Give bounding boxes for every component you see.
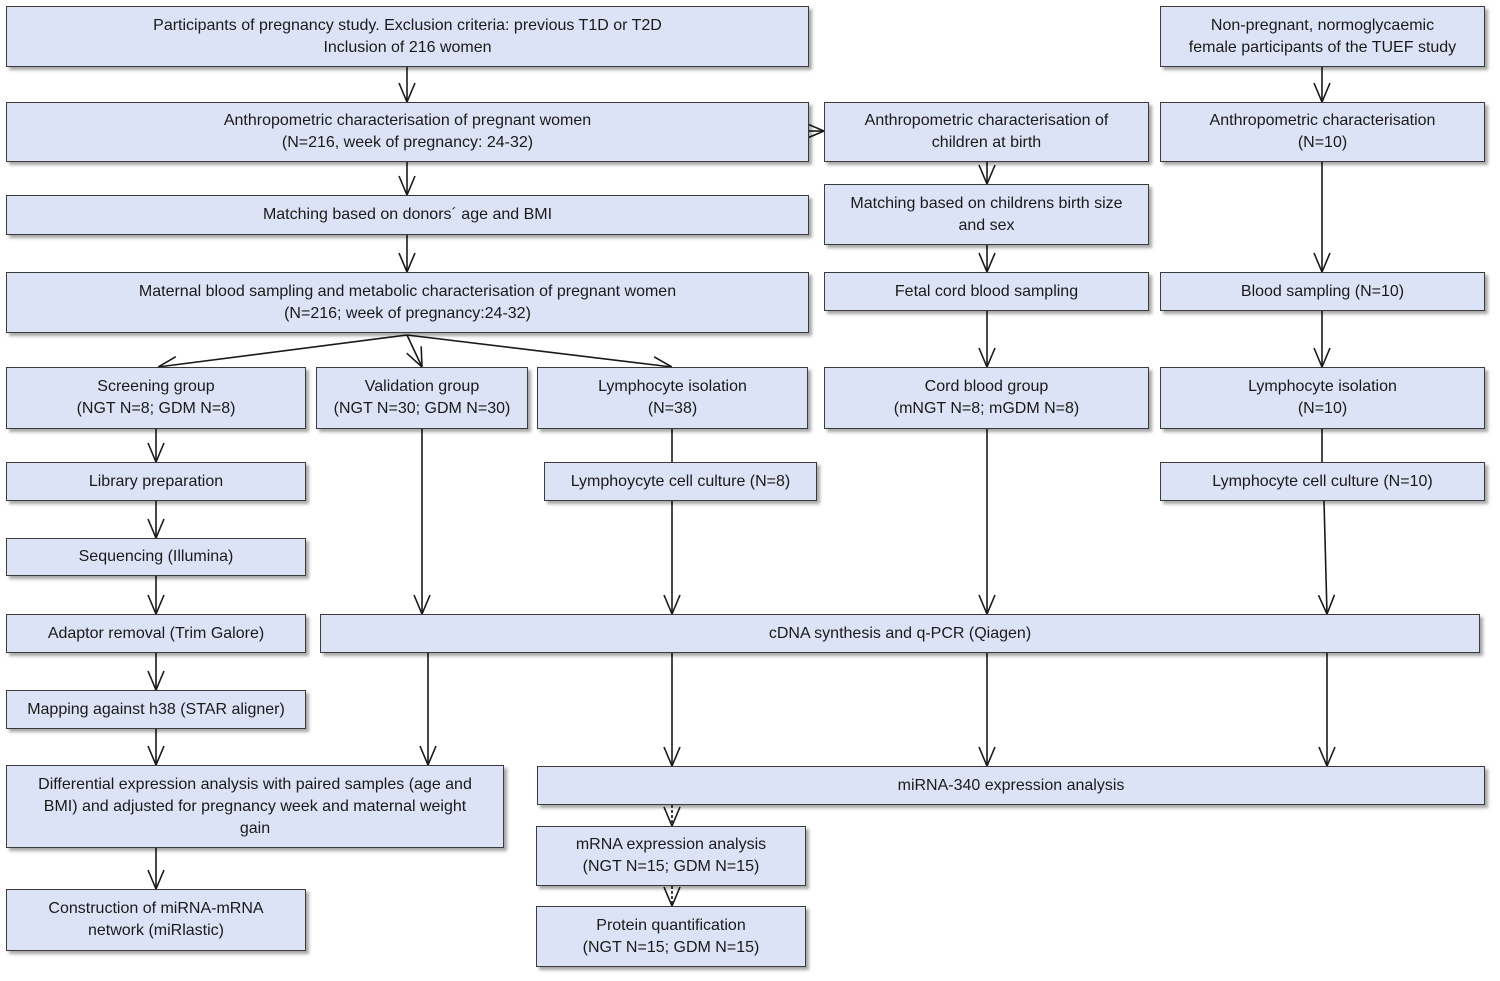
cord-group-box: Cord blood group (mNGT N=8; mGDM N=8): [824, 367, 1149, 429]
culture-8-box: Lymphoycyte cell culture (N=8): [544, 462, 817, 501]
mapping-line-1: Mapping against h38 (STAR aligner): [27, 700, 285, 718]
arrow-maternal-to-screening: [158, 334, 408, 367]
network-box: Construction of miRNA-mRNA network (miRl…: [6, 889, 306, 951]
lympho-iso-38-box: Lymphocyte isolation (N=38): [537, 367, 808, 429]
network-line-2: network (miRlastic): [87, 922, 224, 939]
fetal-cord-line-1: Fetal cord blood sampling: [894, 282, 1079, 300]
nonpregnant-line-2: female participants of the TUEF study: [1188, 38, 1457, 56]
mrna-line-2: (NGT N=15; GDM N=15): [582, 858, 760, 875]
protein-box: Protein quantification (NGT N=15; GDM N=…: [536, 906, 806, 967]
lympho-iso-10-line-1: Lymphocyte isolation: [1248, 378, 1397, 395]
screening-box: Screening group (NGT N=8; GDM N=8): [6, 367, 306, 429]
mirna340-box: miRNA-340 expression analysis: [537, 766, 1485, 805]
cdna-box: cDNA synthesis and q-PCR (Qiagen): [320, 614, 1480, 653]
anthro-children-box: Anthropometric characterisation of child…: [824, 102, 1149, 162]
anthro-tuef-line-2: (N=10): [1297, 134, 1348, 151]
diff-expr-line-1: Differential expression analysis with pa…: [38, 775, 472, 793]
maternal-blood-line-1: Maternal blood sampling and metabolic ch…: [138, 282, 677, 300]
anthro-children-line-2: children at birth: [931, 134, 1042, 151]
adaptor-box: Adaptor removal (Trim Galore): [6, 614, 306, 653]
anthro-pregnant-line-2: (N=216, week of pregnancy: 24-32): [281, 134, 534, 151]
mrna-line-1: mRNA expression analysis: [575, 836, 767, 853]
validation-line-1: Validation group: [364, 378, 480, 395]
arrow-maternal-to-lympho38: [406, 334, 672, 367]
sequencing-box: Sequencing (Illumina): [6, 538, 306, 576]
cord-group-line-2: (mNGT N=8; mGDM N=8): [893, 400, 1080, 417]
participants-line-1: Participants of pregnancy study. Exclusi…: [153, 16, 662, 34]
matching-donors-box: Matching based on donors´ age and BMI: [6, 195, 809, 235]
anthro-tuef-box: Anthropometric characterisation (N=10): [1160, 102, 1485, 162]
matching-children-box: Matching based on childrens birth size a…: [824, 184, 1149, 245]
nonpregnant-box: Non-pregnant, normoglycaemic female part…: [1160, 6, 1485, 67]
mapping-box: Mapping against h38 (STAR aligner): [6, 690, 306, 729]
lympho-iso-10-line-2: (N=10): [1297, 400, 1348, 417]
cord-group-line-1: Cord blood group: [924, 378, 1049, 395]
participants-box: Participants of pregnancy study. Exclusi…: [6, 6, 809, 67]
culture-8-line-1: Lymphoycyte cell culture (N=8): [570, 472, 791, 490]
cdna-line-1: cDNA synthesis and q-PCR (Qiagen): [768, 624, 1032, 642]
protein-line-1: Protein quantification: [596, 916, 746, 934]
anthro-tuef-line-1: Anthropometric characterisation: [1209, 112, 1436, 129]
lympho-iso-10-box: Lymphocyte isolation (N=10): [1160, 367, 1485, 429]
blood-sampling-box: Blood sampling (N=10): [1160, 272, 1485, 311]
culture-10-box: Lymphocyte cell culture (N=10): [1160, 462, 1485, 501]
diff-expr-line-3: gain: [239, 819, 271, 837]
arrow-culture10-to-cdna: [1324, 500, 1327, 614]
library-line-1: Library preparation: [88, 472, 224, 490]
blood-sampling-line-1: Blood sampling (N=10): [1240, 282, 1405, 300]
screening-line-2: (NGT N=8; GDM N=8): [76, 400, 236, 417]
anthro-children-line-1: Anthropometric characterisation of: [864, 112, 1109, 129]
mirna340-line-1: miRNA-340 expression analysis: [897, 776, 1125, 794]
arrow-maternal-to-validation: [407, 334, 422, 367]
diff-expr-line-2: BMI) and adjusted for pregnancy week and…: [43, 797, 467, 815]
sequencing-line-1: Sequencing (Illumina): [78, 548, 234, 565]
screening-line-1: Screening group: [97, 378, 215, 395]
matching-donors-line-1: Matching based on donors´ age and BMI: [262, 206, 553, 223]
mrna-box: mRNA expression analysis (NGT N=15; GDM …: [536, 826, 806, 886]
library-box: Library preparation: [6, 462, 306, 501]
matching-children-line-2: and sex: [958, 216, 1015, 234]
validation-line-2: (NGT N=30; GDM N=30): [333, 400, 511, 417]
fetal-cord-box: Fetal cord blood sampling: [824, 272, 1149, 311]
lympho-iso-38-line-2: (N=38): [647, 400, 698, 417]
maternal-blood-line-2: (N=216; week of pregnancy:24-32): [284, 304, 531, 322]
validation-box: Validation group (NGT N=30; GDM N=30): [316, 367, 528, 429]
protein-line-2: (NGT N=15; GDM N=15): [582, 938, 760, 956]
adaptor-line-1: Adaptor removal (Trim Galore): [47, 624, 265, 642]
matching-children-line-1: Matching based on childrens birth size: [850, 194, 1123, 212]
network-line-1: Construction of miRNA-mRNA: [48, 900, 264, 917]
lympho-iso-38-line-1: Lymphocyte isolation: [598, 378, 747, 395]
diff-expr-box: Differential expression analysis with pa…: [6, 765, 504, 848]
anthro-pregnant-line-1: Anthropometric characterisation of pregn…: [223, 112, 592, 129]
participants-line-2: Inclusion of 216 women: [323, 38, 492, 56]
culture-10-line-1: Lymphocyte cell culture (N=10): [1212, 472, 1433, 490]
nonpregnant-line-1: Non-pregnant, normoglycaemic: [1210, 16, 1435, 34]
maternal-blood-box: Maternal blood sampling and metabolic ch…: [6, 272, 809, 333]
anthro-pregnant-box: Anthropometric characterisation of pregn…: [6, 102, 809, 162]
